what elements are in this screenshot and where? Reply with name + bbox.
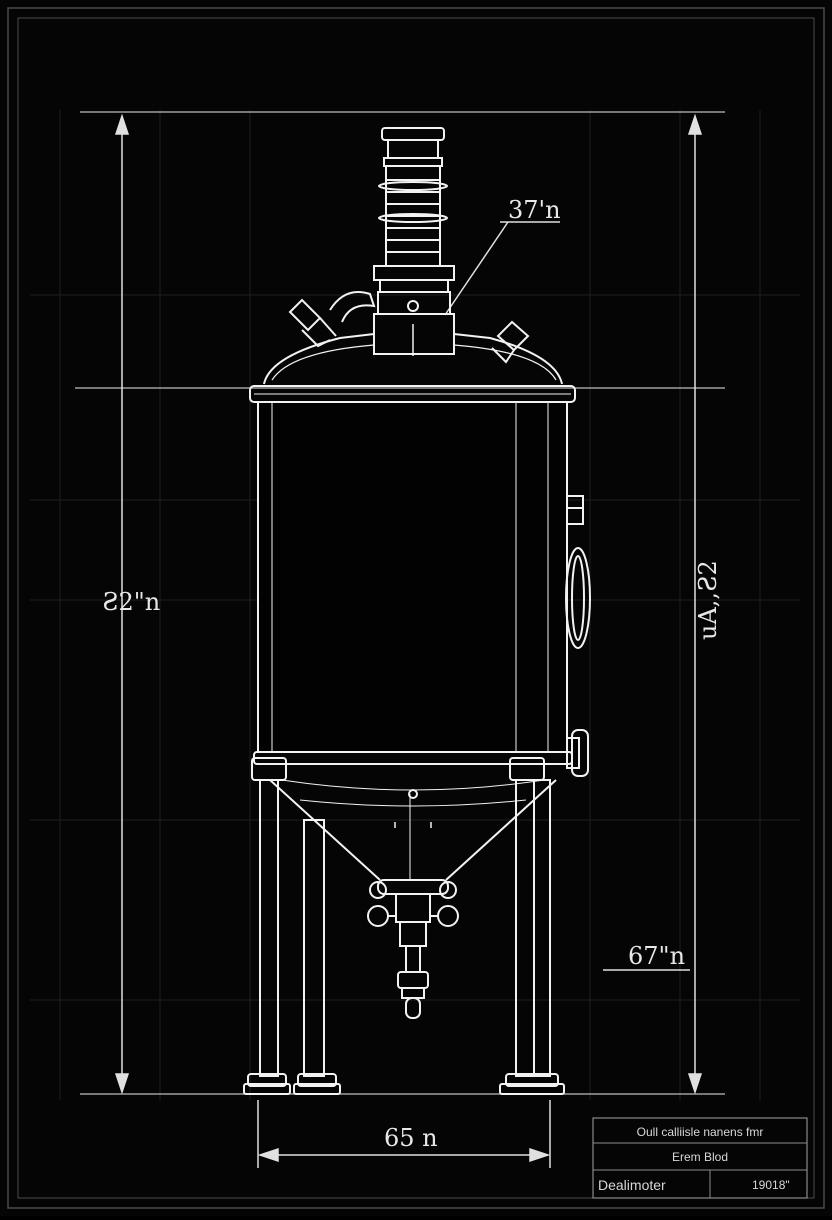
dimension-lines	[114, 113, 703, 1168]
drawing-frame	[7, 7, 825, 1209]
tank-legs	[243, 757, 565, 1095]
tank-dome	[263, 333, 563, 385]
top-nozzle-dimension: 37'n	[508, 196, 561, 224]
tank-shell	[257, 401, 568, 753]
title-block-row3-right: 19018"	[752, 1178, 790, 1192]
leg-height-dimension: 67"n	[628, 942, 685, 970]
side-ports	[565, 495, 591, 777]
title-block-row2: Erem Blod	[672, 1150, 728, 1164]
overall-height-dimension: Ƨ2"n	[102, 588, 160, 616]
title-block-row1: Oull calliisle nanens fmr	[637, 1125, 764, 1139]
title-block-row3-left: Dealimoter	[598, 1177, 666, 1193]
reference-lines	[75, 111, 725, 1095]
title-block: Oull calliisle nanens fmr Erem Blod Deal…	[592, 1117, 808, 1199]
shell-height-dimension: uA,,Ƨ2	[694, 560, 722, 640]
vent-stack	[373, 127, 455, 356]
tank-cone	[269, 779, 557, 881]
base-width-dimension: 65 n	[384, 1124, 438, 1152]
bottom-valve	[367, 879, 459, 1019]
fermenter-tank	[243, 127, 591, 1095]
dimension-labels: 37'n Ƨ2"n uA,,Ƨ2 67"n 65 n	[102, 196, 722, 1152]
